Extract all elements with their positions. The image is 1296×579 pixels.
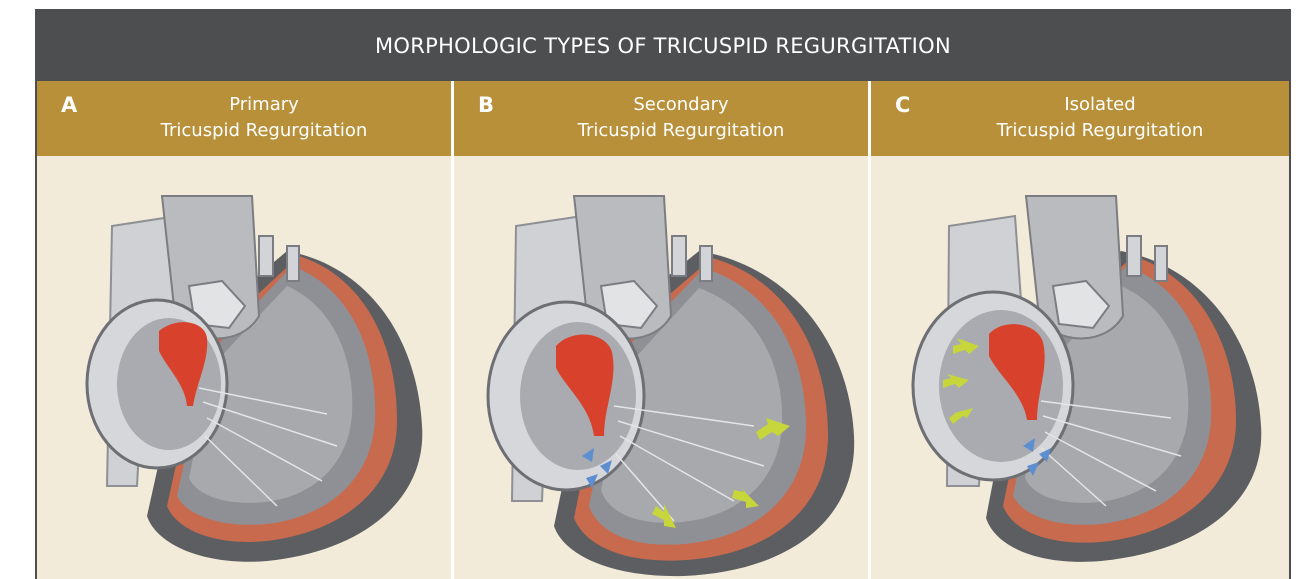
heart-illustration-secondary [454, 156, 868, 579]
panel-header: C Isolated Tricuspid Regurgitation [871, 81, 1289, 156]
panel-header: B Secondary Tricuspid Regurgitation [454, 81, 868, 156]
panel-title: Primary Tricuspid Regurgitation [77, 92, 451, 144]
heart-illustration-isolated [871, 156, 1289, 579]
figure-title: MORPHOLOGIC TYPES OF TRICUSPID REGURGITA… [37, 11, 1289, 81]
heart-illustration-primary [37, 156, 451, 579]
panel-title-line2: Tricuspid Regurgitation [911, 118, 1289, 144]
right-atrium [488, 302, 644, 490]
panel-title: Secondary Tricuspid Regurgitation [494, 92, 868, 144]
right-atrium [87, 300, 227, 468]
panel-title-line2: Tricuspid Regurgitation [77, 118, 451, 144]
panel-letter: B [478, 93, 494, 117]
panel-title-line2: Tricuspid Regurgitation [494, 118, 868, 144]
panel-title-line1: Isolated [911, 92, 1289, 118]
panel-header: A Primary Tricuspid Regurgitation [37, 81, 451, 156]
panel-title-line1: Secondary [494, 92, 868, 118]
panel-isolated: C Isolated Tricuspid Regurgitation [871, 81, 1289, 579]
panel-letter: C [895, 93, 910, 117]
panel-title-line1: Primary [77, 92, 451, 118]
panel-secondary: B Secondary Tricuspid Regurgitation [454, 81, 868, 579]
panel-primary: A Primary Tricuspid Regurgitation [37, 81, 451, 579]
panel-title: Isolated Tricuspid Regurgitation [911, 92, 1289, 144]
figure: MORPHOLOGIC TYPES OF TRICUSPID REGURGITA… [35, 9, 1291, 579]
panel-letter: A [61, 93, 77, 117]
